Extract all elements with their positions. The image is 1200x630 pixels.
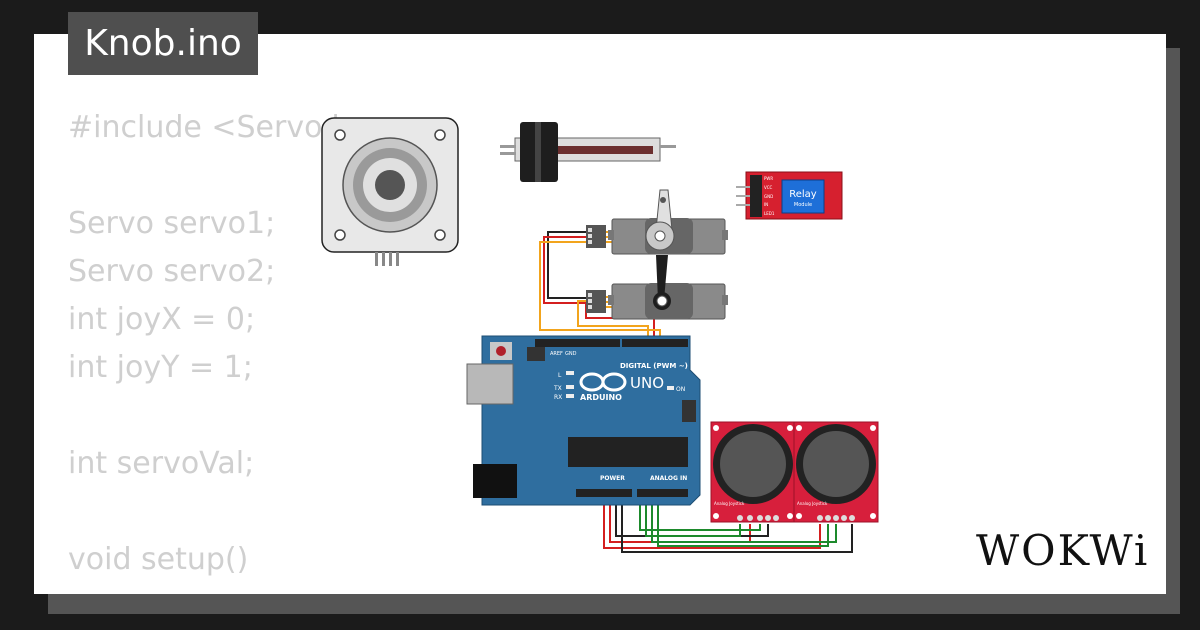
relay-pin-label: GND — [764, 194, 773, 199]
relay-sublabel: Module — [794, 202, 812, 208]
on-label: ON — [676, 386, 685, 393]
wokwi-logo: WOKWi — [976, 526, 1150, 575]
reset-button[interactable] — [496, 346, 506, 356]
servo-2[interactable] — [586, 255, 728, 320]
power-label: POWER — [600, 475, 625, 482]
gnd-label: GND — [565, 351, 577, 357]
relay-label: Relay — [789, 189, 817, 200]
file-title: Knob.ino — [68, 12, 258, 75]
code-preview: #include <Servo.h> Servo servo1; Servo s… — [68, 104, 376, 594]
led-l-label: L — [558, 372, 562, 379]
arduino-logo-icon — [579, 372, 627, 392]
servo-1[interactable] — [586, 189, 728, 255]
code-line: int servoVal; — [68, 446, 255, 481]
relay-pin-label: VCC — [764, 185, 773, 190]
aref-label: AREF — [550, 351, 563, 357]
uno-label: UNO — [630, 374, 664, 392]
canvas-card: #include <Servo.h> Servo servo1; Servo s… — [34, 34, 1166, 594]
code-line: Servo servo2; — [68, 254, 276, 289]
relay-pin-label: IN — [764, 202, 768, 207]
arduino-label: ARDUINO — [580, 393, 622, 402]
code-line: Servo servo1; — [68, 206, 276, 241]
digital-label: DIGITAL (PWM ~) — [620, 362, 688, 370]
joystick-1[interactable]: Analog Joystick — [710, 421, 796, 523]
slide-potentiometer[interactable] — [500, 122, 676, 182]
relay-pin-label: LED1 — [764, 211, 775, 216]
joystick-label: Analog Joystick — [797, 501, 828, 506]
led-rx-label: RX — [554, 394, 562, 401]
code-line: { — [68, 590, 87, 594]
code-line: int joyY = 1; — [68, 350, 253, 385]
arduino-uno-board[interactable]: DIGITAL (PWM ~) AREF GND L TX RX UNO ARD… — [466, 335, 701, 506]
joystick-2[interactable]: Analog Joystick — [793, 421, 879, 523]
led-tx-label: TX — [553, 385, 562, 392]
joystick-label: Analog Joystick — [714, 501, 745, 506]
relay-module[interactable]: Relay Module PWR VCC GND IN LED1 — [736, 171, 843, 220]
code-line: void setup() — [68, 542, 249, 577]
relay-pin-label: PWR — [764, 176, 773, 181]
stepper-motor[interactable] — [321, 117, 459, 266]
code-line: int joyX = 0; — [68, 302, 256, 337]
analog-label: ANALOG IN — [650, 475, 687, 482]
